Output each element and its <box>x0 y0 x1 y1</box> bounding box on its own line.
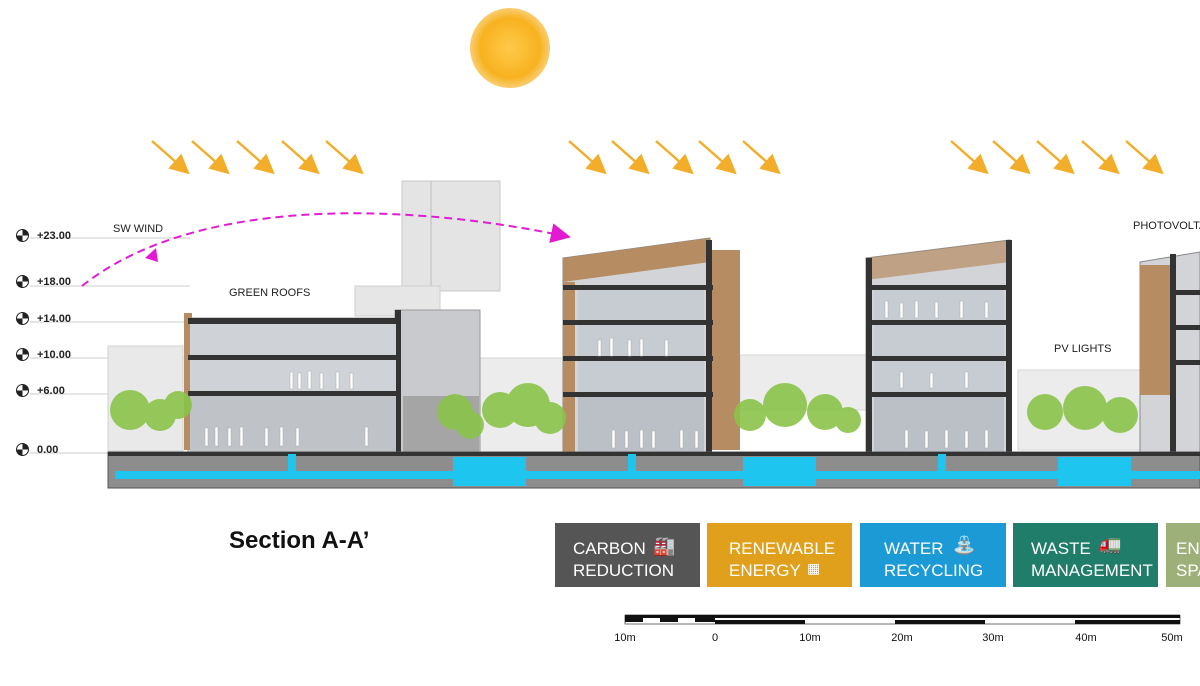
legend-line2: SPA <box>1176 561 1200 580</box>
level-value: +18.00 <box>37 275 71 288</box>
pv-lights-label: PV LIGHTS <box>1054 343 1112 355</box>
sw-wind-label: SW WIND <box>113 223 164 235</box>
legend-line1: CARBON <box>573 539 646 558</box>
level-marker-14: +14.00 <box>16 312 71 325</box>
sun-icon <box>470 8 550 88</box>
level-value: +10.00 <box>37 348 71 361</box>
legend-line2: RECYCLING <box>884 561 984 580</box>
level-datum-icon <box>16 229 29 242</box>
ground-section <box>107 451 1200 489</box>
level-value: +14.00 <box>37 312 71 325</box>
water-tap-icon: ⛲ <box>953 535 976 555</box>
legend-waste-management: WASTE MANAGEMENT 🚛 <box>1013 523 1158 587</box>
legend-water-recycling: WATER RECYCLING ⛲ <box>860 523 1006 587</box>
level-marker-23: +23.00 <box>16 229 71 242</box>
legend-line1: ENV <box>1176 539 1200 558</box>
legend-line2: ENERGY <box>729 561 801 580</box>
wind-arrowhead-icon <box>145 248 158 262</box>
legend-carbon-reduction: CARBON REDUCTION 🏭 <box>555 523 700 587</box>
level-value: 0.00 <box>37 443 59 456</box>
level-marker-0: 0.00 <box>16 443 58 456</box>
section-title: Section A-A’ <box>229 527 370 554</box>
legend-line1: WASTE <box>1031 539 1091 558</box>
scale-label: 20m <box>891 632 913 644</box>
level-value: +6.00 <box>37 384 65 397</box>
building-three <box>865 239 1012 453</box>
legend-line1: RENEWABLE <box>729 539 836 558</box>
people-silhouettes <box>204 300 989 449</box>
scale-bar <box>624 614 1181 625</box>
level-value: +23.00 <box>37 229 71 242</box>
legend-environment-space: ENV SPA <box>1166 523 1200 587</box>
level-datum-icon <box>16 275 29 288</box>
level-datum-icon <box>16 443 29 456</box>
level-datum-icon <box>16 312 29 325</box>
level-marker-10: +10.00 <box>16 348 71 361</box>
building-two <box>562 237 740 453</box>
scale-label: 10m <box>614 632 636 644</box>
legend-line1: WATER <box>884 539 944 558</box>
background-buildings <box>107 180 1144 454</box>
solar-panel-icon: ▦ <box>807 560 821 576</box>
building-four <box>1139 251 1200 453</box>
photovoltaic-label: PHOTOVOLTA <box>1133 220 1200 232</box>
garbage-truck-icon: 🚛 <box>1099 534 1122 554</box>
scale-label: 40m <box>1075 632 1097 644</box>
scale-label: 50m <box>1161 632 1183 644</box>
sw-wind-arrow <box>81 212 571 287</box>
scale-label: 10m <box>799 632 821 644</box>
legend-line2: REDUCTION <box>573 561 675 580</box>
level-datum-icon <box>16 348 29 361</box>
trees <box>110 383 1138 439</box>
scale-label: 0 <box>711 632 719 644</box>
sun-ray-arrows <box>151 140 1164 175</box>
factory-icon: 🏭 <box>653 536 676 556</box>
scale-label: 30m <box>982 632 1004 644</box>
legend-renewable-energy: RENEWABLE ENERGY ▦ <box>707 523 852 587</box>
legend-line2: MANAGEMENT <box>1031 561 1153 580</box>
level-marker-18: +18.00 <box>16 275 71 288</box>
level-marker-6: +6.00 <box>16 384 65 397</box>
green-roofs-label: GREEN ROOFS <box>229 287 311 299</box>
level-datum-icon <box>16 384 29 397</box>
